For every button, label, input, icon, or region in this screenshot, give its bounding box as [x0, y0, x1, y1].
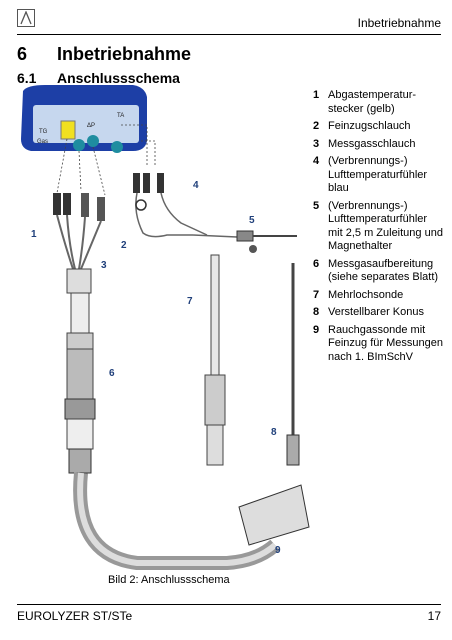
legend-item: 6 Messgasaufbereitung (siehe separates Bl… — [313, 258, 443, 285]
legend-number: 4 — [313, 155, 320, 167]
chapter-title: Inbetriebnahme — [57, 44, 192, 64]
legend-number: 5 — [313, 199, 320, 212]
callout-9: 9 — [275, 545, 281, 556]
section-heading: 6.1 Anschlussschema — [17, 70, 180, 86]
legend-number: 7 — [313, 288, 320, 301]
gas-conditioning-unit — [64, 268, 96, 474]
footer-product: EUROLYZER ST/STe — [17, 609, 133, 623]
header-rule — [17, 34, 441, 35]
legend-number: 2 — [313, 120, 320, 132]
legend-text: Mehrlochsonde — [328, 288, 404, 301]
legend-item: 9 Rauchgassonde mit Feinzug für Messungen… — [313, 324, 443, 365]
logo-icon — [17, 9, 35, 27]
footer-rule — [17, 604, 441, 605]
legend-text: Abgastemperatur-stecker (gelb) — [328, 89, 417, 115]
callout-1: 1 — [31, 229, 37, 240]
legend-text: Messgasaufbereitung (siehe separates Bla… — [328, 257, 439, 284]
legend-text: Rauchgassonde mit Feinzug für Messungen … — [328, 323, 443, 363]
callout-8: 8 — [271, 427, 277, 438]
legend-text: Verstellbarer Konus — [328, 306, 424, 318]
temperature-sensor-cable — [192, 230, 297, 253]
running-head: Inbetriebnahme — [357, 16, 441, 30]
callout-2: 2 — [121, 240, 127, 251]
callout-7: 7 — [187, 296, 193, 307]
callout-4: 4 — [193, 180, 199, 191]
legend-item: 1 Abgastemperatur-stecker (gelb) — [313, 89, 443, 116]
legend-item: 4 (Verbrennungs-) Lufttemperaturfühler bl… — [313, 155, 443, 196]
section-title: Anschlussschema — [57, 70, 180, 86]
figure-caption: Bild 2: Anschlussschema — [108, 574, 230, 586]
connection-diagram: TG ΔP TA Gas — [21, 85, 310, 570]
callout-6: 6 — [109, 368, 115, 379]
legend-number: 8 — [313, 306, 320, 318]
air-temperature-sensor — [133, 173, 208, 238]
legend-item: 8 Verstellbarer Konus — [313, 306, 443, 320]
flue-gas-probe — [238, 263, 310, 546]
legend-number: 1 — [313, 89, 320, 101]
legend-item: 7 Mehrlochsonde — [313, 289, 443, 303]
legend-number: 6 — [313, 257, 320, 270]
callout-5: 5 — [249, 215, 255, 226]
panel-label-tg: TG — [39, 129, 48, 135]
legend-text: Messgasschlauch — [328, 137, 416, 150]
page-number: 17 — [427, 609, 441, 623]
section-number: 6.1 — [17, 70, 37, 86]
panel-label-gas: Gas — [37, 139, 48, 145]
legend-text: Feinzugschlauch — [328, 120, 411, 132]
chapter-number: 6 — [17, 44, 28, 64]
plug-bundle — [53, 193, 105, 270]
legend-number: 9 — [313, 323, 320, 336]
legend-number: 3 — [313, 137, 320, 150]
legend-item: 2 Feinzugschlauch — [313, 120, 443, 134]
legend-item: 5 (Verbrennungs-) Lufttemperaturfühler mi… — [313, 200, 443, 254]
chapter-heading: 6 Inbetriebnahme — [17, 44, 191, 65]
callout-3: 3 — [101, 260, 107, 271]
panel-label-ta: TA — [117, 113, 124, 119]
legend-item: 3 Messgasschlauch — [313, 138, 443, 152]
legend-list: 1 Abgastemperatur-stecker (gelb) 2 Feinzug… — [313, 89, 443, 368]
panel-label-dp: ΔP — [87, 123, 95, 129]
multi-hole-probe — [204, 254, 226, 466]
legend-text: (Verbrennungs-) Lufttemperaturfühler bla… — [328, 155, 428, 194]
analyzer-device: TG ΔP TA Gas — [21, 85, 147, 153]
legend-text: (Verbrennungs-) Lufttemperaturfühler mit… — [328, 199, 443, 253]
